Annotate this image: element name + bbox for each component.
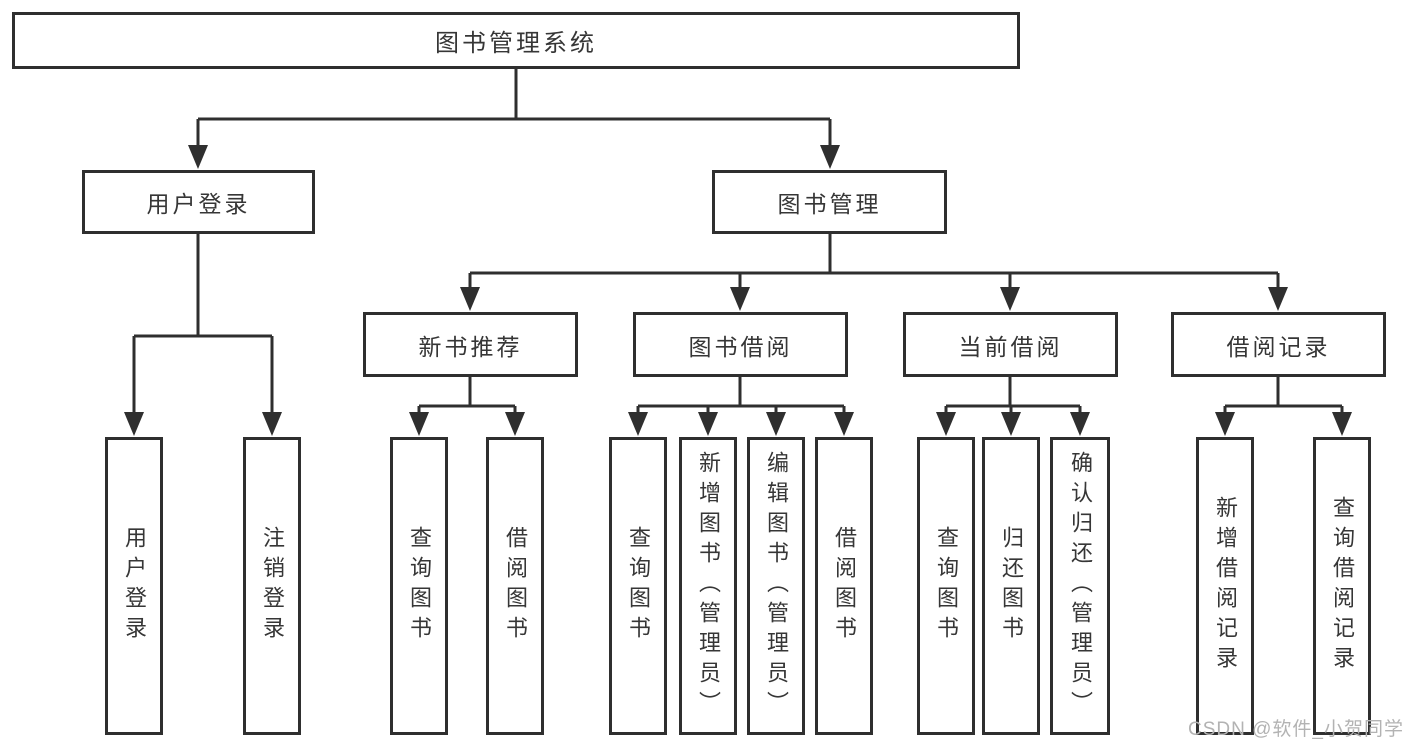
arrowhead xyxy=(1000,287,1020,311)
node-user-login: 用户登录 xyxy=(82,170,315,234)
leaf-label: 借阅图书 xyxy=(832,526,857,646)
leaf-user-login: 用户登录 xyxy=(105,437,163,735)
arrowhead xyxy=(188,145,208,169)
leaf-query-borrow-record: 查询借阅记录 xyxy=(1313,437,1371,735)
node-label: 当前借阅 xyxy=(958,333,1063,360)
leaf-query-books-current: 查询图书 xyxy=(917,437,975,735)
arrowhead xyxy=(505,412,525,436)
leaf-label: 归还图书 xyxy=(999,526,1024,646)
connector-new-book-children xyxy=(409,377,525,436)
node-current-borrow: 当前借阅 xyxy=(903,312,1118,377)
node-new-book-recommend: 新书推荐 xyxy=(363,312,578,377)
leaf-label: 用户登录 xyxy=(122,526,147,646)
leaf-borrow-books: 借阅图书 xyxy=(815,437,873,735)
leaf-logout: 注销登录 xyxy=(243,437,301,735)
arrowhead xyxy=(820,145,840,169)
connector-book-borrow-children xyxy=(628,377,854,436)
connector-borrow-records-children xyxy=(1215,377,1352,436)
arrowhead xyxy=(766,412,786,436)
leaf-label: 新增借阅记录 xyxy=(1213,496,1238,676)
leaf-label: 查询借阅记录 xyxy=(1330,496,1355,676)
leaf-label: 查询图书 xyxy=(626,526,651,646)
arrowhead xyxy=(936,412,956,436)
arrowhead xyxy=(409,412,429,436)
leaf-label: 注销登录 xyxy=(260,526,285,646)
node-book-management: 图书管理 xyxy=(712,170,947,234)
leaf-return-books: 归还图书 xyxy=(982,437,1040,735)
connector-current-borrow-children xyxy=(936,377,1090,436)
leaf-query-books-borrow: 查询图书 xyxy=(609,437,667,735)
node-book-borrow: 图书借阅 xyxy=(633,312,848,377)
arrowhead xyxy=(460,287,480,311)
connector-root-to-level1 xyxy=(188,69,840,169)
leaf-label: 编辑图书（管理员） xyxy=(764,451,789,721)
leaf-query-books-recommend: 查询图书 xyxy=(390,437,448,735)
connector-book-management-children xyxy=(460,234,1288,311)
node-label: 图书管理 xyxy=(777,191,882,217)
arrowhead xyxy=(1070,412,1090,436)
leaf-label: 确认归还（管理员） xyxy=(1068,451,1093,721)
node-label: 新书推荐 xyxy=(418,333,523,360)
arrowhead xyxy=(628,412,648,436)
watermark: CSDN @软件_小贺同学 xyxy=(1188,719,1404,740)
leaf-add-books-admin: 新增图书（管理员） xyxy=(679,437,737,735)
node-label: 图书借阅 xyxy=(688,333,793,360)
leaf-borrow-books-recommend: 借阅图书 xyxy=(486,437,544,735)
node-label: 借阅记录 xyxy=(1226,333,1331,360)
node-library-management-system: 图书管理系统 xyxy=(12,12,1020,69)
node-borrow-records: 借阅记录 xyxy=(1171,312,1386,377)
leaf-label: 查询图书 xyxy=(934,526,959,646)
leaf-edit-books-admin: 编辑图书（管理员） xyxy=(747,437,805,735)
arrowhead xyxy=(730,287,750,311)
node-label: 用户登录 xyxy=(146,191,251,217)
arrowhead xyxy=(124,412,144,436)
arrowhead xyxy=(262,412,282,436)
leaf-add-borrow-record: 新增借阅记录 xyxy=(1196,437,1254,735)
arrowhead xyxy=(698,412,718,436)
leaf-label: 查询图书 xyxy=(407,526,432,646)
connector-user-login-children xyxy=(124,234,282,436)
arrowhead xyxy=(1332,412,1352,436)
node-label: 图书管理系统 xyxy=(435,30,597,57)
leaf-label: 借阅图书 xyxy=(503,526,528,646)
arrowhead xyxy=(1268,287,1288,311)
leaf-label: 新增图书（管理员） xyxy=(696,451,721,721)
leaf-confirm-return-admin: 确认归还（管理员） xyxy=(1050,437,1110,735)
arrowhead xyxy=(1215,412,1235,436)
arrowhead xyxy=(1001,412,1021,436)
arrowhead xyxy=(834,412,854,436)
